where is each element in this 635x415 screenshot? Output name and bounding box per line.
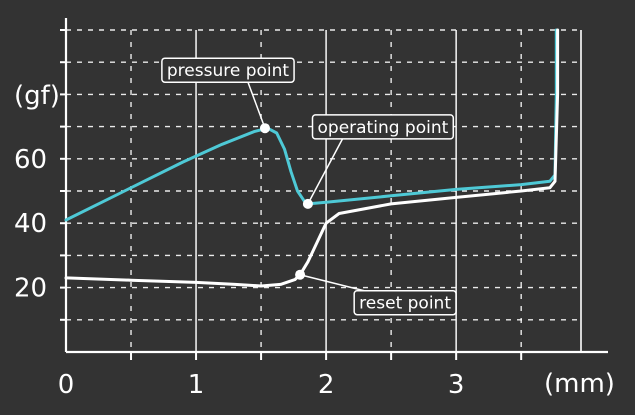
- annotation-box: [311, 114, 455, 140]
- annotation: reset point: [295, 269, 457, 316]
- annotation-dot: [259, 123, 270, 134]
- annotation: operating point: [302, 114, 455, 209]
- annotations: pressure point operating point reset point: [161, 57, 457, 316]
- annotation-leader: [307, 138, 344, 205]
- axes: [60, 18, 608, 360]
- grid: [66, 29, 582, 352]
- annotation-leader: [247, 81, 266, 129]
- y-tick-label: 40: [14, 209, 47, 239]
- y-tick-label: 20: [14, 274, 47, 304]
- annotation: pressure point: [161, 57, 295, 134]
- series-line-release: [64, 28, 560, 288]
- annotation-dot: [302, 198, 313, 209]
- annotation-leader: [299, 273, 365, 292]
- tick-labels: 0 1 2 3 20 40 60: [14, 145, 464, 400]
- annotation-box: [353, 289, 457, 316]
- series-line-press: [64, 28, 558, 222]
- x-tick-label: 1: [188, 370, 205, 400]
- x-tick-label: 3: [448, 370, 465, 400]
- x-unit-label: (mm): [544, 369, 615, 399]
- annotation-dot: [295, 269, 306, 280]
- annotation-box: [161, 57, 295, 83]
- x-tick-label: 0: [58, 370, 75, 400]
- annotation-label: reset point: [359, 294, 451, 314]
- series-lines: [64, 28, 560, 288]
- x-tick-label: 2: [318, 370, 335, 400]
- y-unit-label: (gf): [14, 81, 60, 111]
- annotation-label: operating point: [318, 118, 449, 138]
- annotation-label: pressure point: [167, 61, 290, 81]
- y-tick-label: 60: [14, 145, 47, 175]
